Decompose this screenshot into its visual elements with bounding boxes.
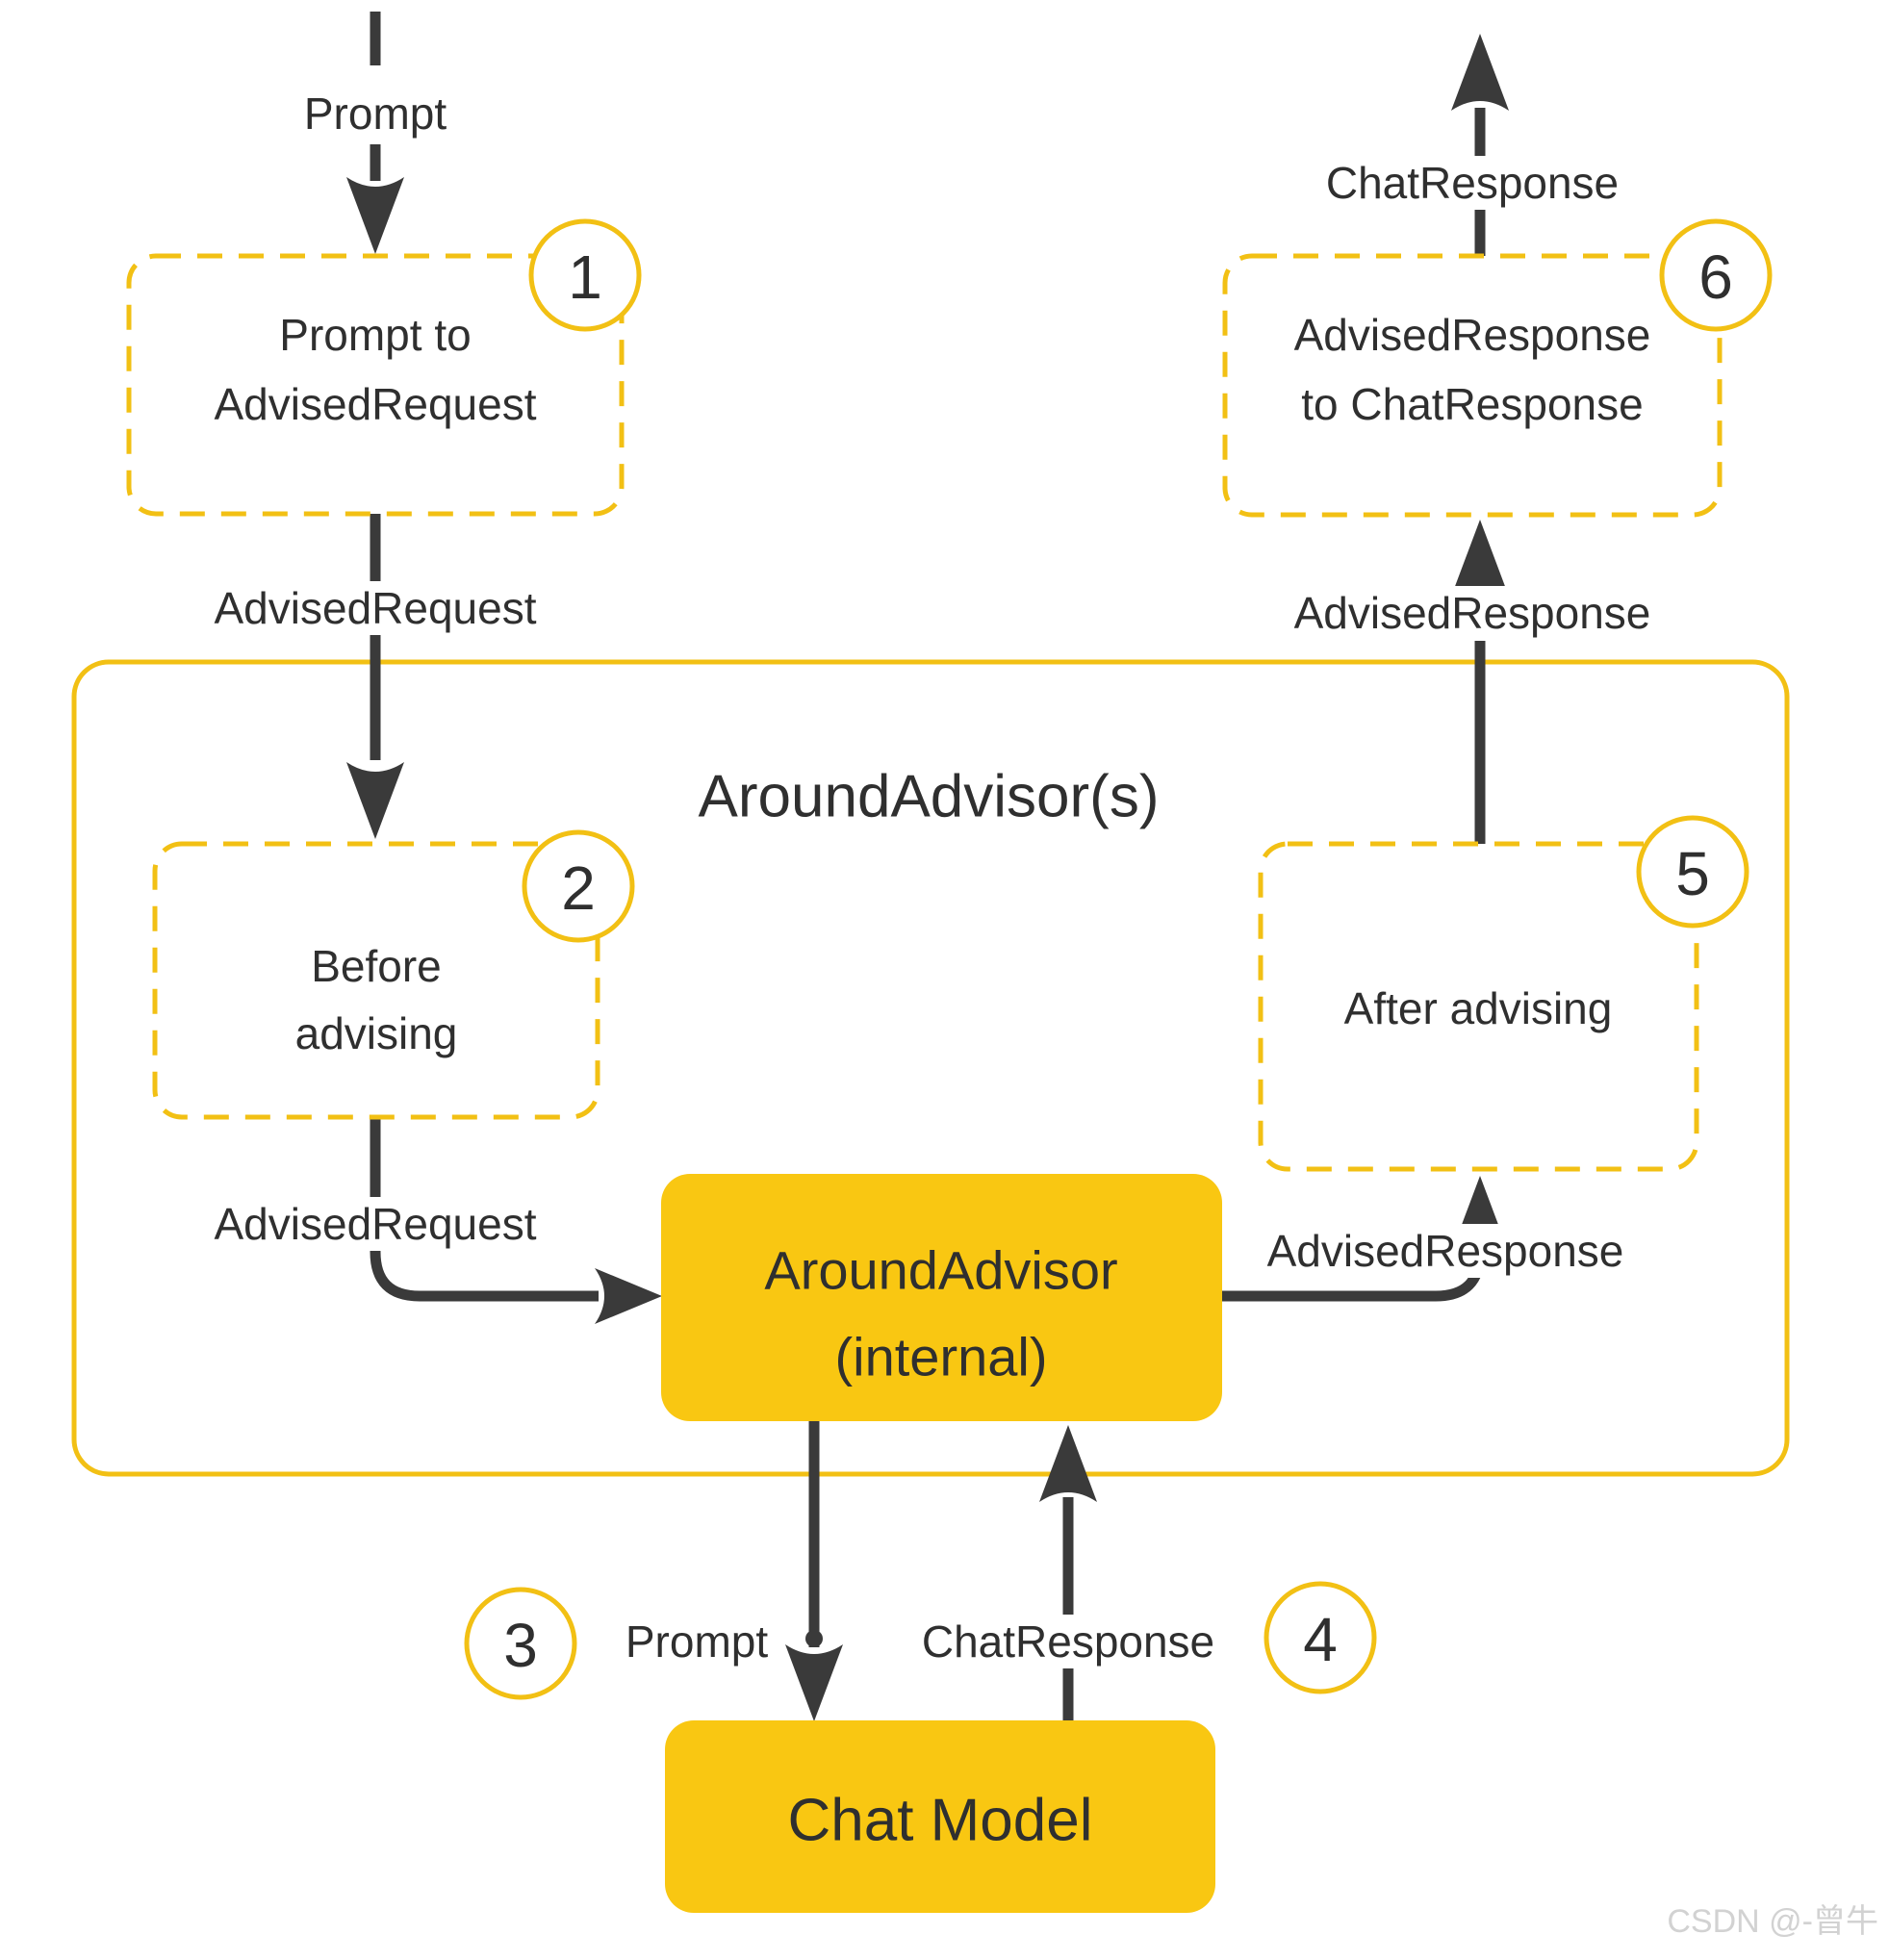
container-title: AroundAdvisor(s) — [699, 764, 1160, 830]
node-label: Prompt to — [279, 310, 471, 360]
step-number-4: 4 — [1303, 1605, 1338, 1674]
edge-label-chat-response-out: ChatResponse — [1326, 158, 1619, 208]
arrowhead-chat-response-out — [1451, 34, 1509, 111]
node-labels: Prompt to AdvisedRequest Before advising… — [215, 310, 1651, 1854]
step-number-3: 3 — [503, 1611, 538, 1680]
around-advisors-container — [71, 659, 1790, 1477]
flow-labels: Prompt AdvisedRequest AdvisedRequest Adv… — [215, 89, 1651, 1667]
step-badge-1 — [528, 218, 642, 332]
edge-advised-request-inner-line — [370, 1117, 599, 1302]
edge-label-prompt-in: Prompt — [304, 89, 447, 139]
node-label: AroundAdvisor — [764, 1240, 1117, 1301]
plate — [212, 1197, 539, 1251]
step-badge-4 — [1264, 1581, 1377, 1694]
edge-label-advised-request-inner: AdvisedRequest — [215, 1199, 537, 1249]
step-number-5: 5 — [1675, 839, 1710, 908]
edge-label-chat-response-from-model: ChatResponse — [922, 1616, 1214, 1667]
node-chat-model — [665, 1720, 1215, 1913]
step-number-6: 6 — [1698, 242, 1733, 312]
node-label: After advising — [1344, 983, 1613, 1033]
arrowhead-into-box6 — [1451, 520, 1509, 597]
node-label: Before — [311, 941, 442, 991]
step-number-2: 2 — [561, 853, 596, 923]
step-badge-5 — [1636, 815, 1749, 929]
node-label: to ChatResponse — [1301, 379, 1643, 429]
node-advisedresponse-to-chatresponse — [1222, 253, 1723, 518]
edge-label-advised-request-top: AdvisedRequest — [215, 583, 537, 633]
watermark: CSDN @-曾牛 — [1667, 1903, 1878, 1940]
node-prompt-to-advisedrequest — [126, 253, 625, 517]
connector-dot — [805, 1630, 823, 1647]
node-label: (internal) — [835, 1327, 1048, 1387]
plate — [1314, 156, 1631, 210]
node-label: AdvisedRequest — [215, 379, 537, 429]
step-badge-3 — [464, 1587, 577, 1700]
node-before-advising — [152, 841, 600, 1120]
arrowhead-into-chat-model — [785, 1644, 843, 1721]
plate — [212, 581, 539, 635]
node-label: advising — [295, 1008, 458, 1058]
node-after-advising — [1258, 841, 1699, 1172]
arrowhead-into-internal-bottom — [1039, 1425, 1097, 1502]
plate — [1289, 586, 1655, 640]
step-number-1: 1 — [568, 242, 602, 312]
node-label: AdvisedResponse — [1294, 310, 1651, 360]
step-badge-6 — [1659, 218, 1773, 332]
step-badges: 1 2 3 4 5 6 — [464, 218, 1773, 1700]
arrowhead-into-internal — [595, 1268, 662, 1324]
node-label: Chat Model — [787, 1788, 1092, 1854]
step-badge-2 — [522, 829, 635, 943]
plate — [909, 1615, 1227, 1668]
arrowhead-into-box2 — [346, 762, 404, 839]
node-around-advisor-internal — [661, 1174, 1222, 1421]
edge-label-advised-response-inner: AdvisedResponse — [1267, 1226, 1624, 1276]
edge-label-advised-response-top: AdvisedResponse — [1294, 588, 1651, 638]
plate — [1263, 1224, 1628, 1278]
label-plates — [212, 156, 1655, 1668]
arrowhead-into-box1 — [346, 177, 404, 254]
edge-label-prompt-to-model: Prompt — [625, 1616, 768, 1667]
